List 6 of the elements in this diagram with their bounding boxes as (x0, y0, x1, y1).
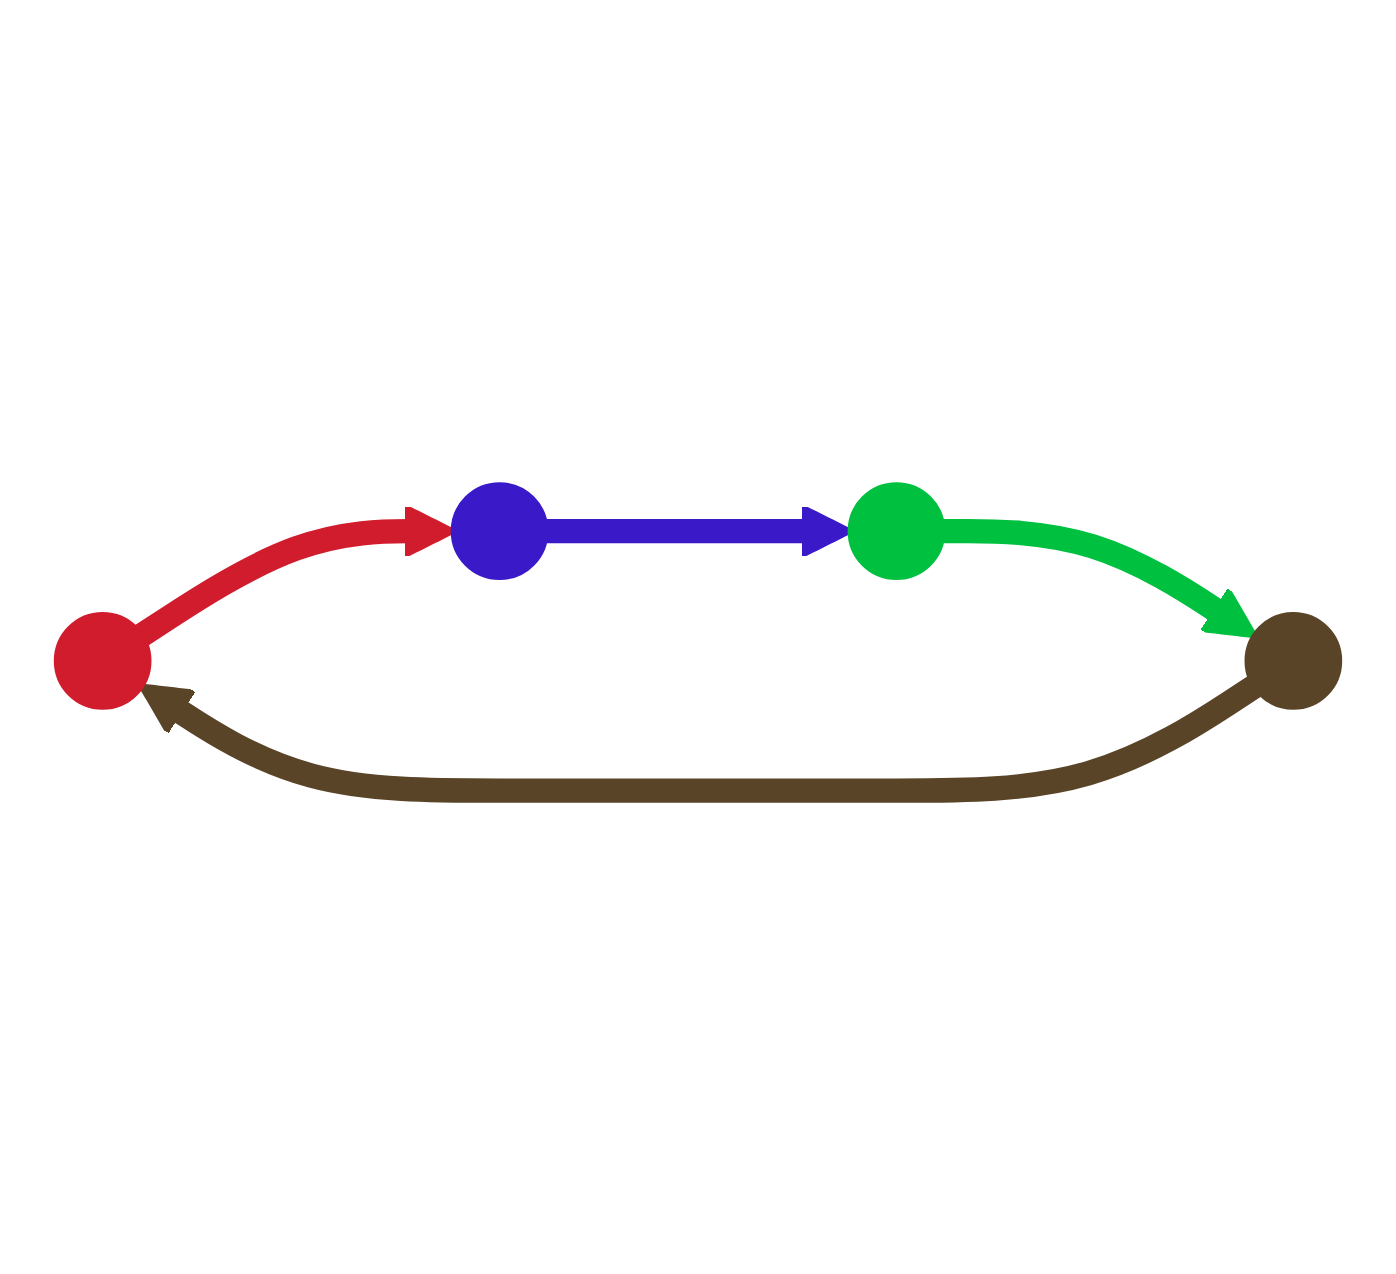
node-circle (450, 481, 549, 579)
node-circle (53, 611, 152, 709)
node-circle (847, 481, 946, 579)
arrow (942, 517, 1258, 638)
node-circle (1244, 611, 1343, 709)
arrow (138, 674, 1262, 802)
